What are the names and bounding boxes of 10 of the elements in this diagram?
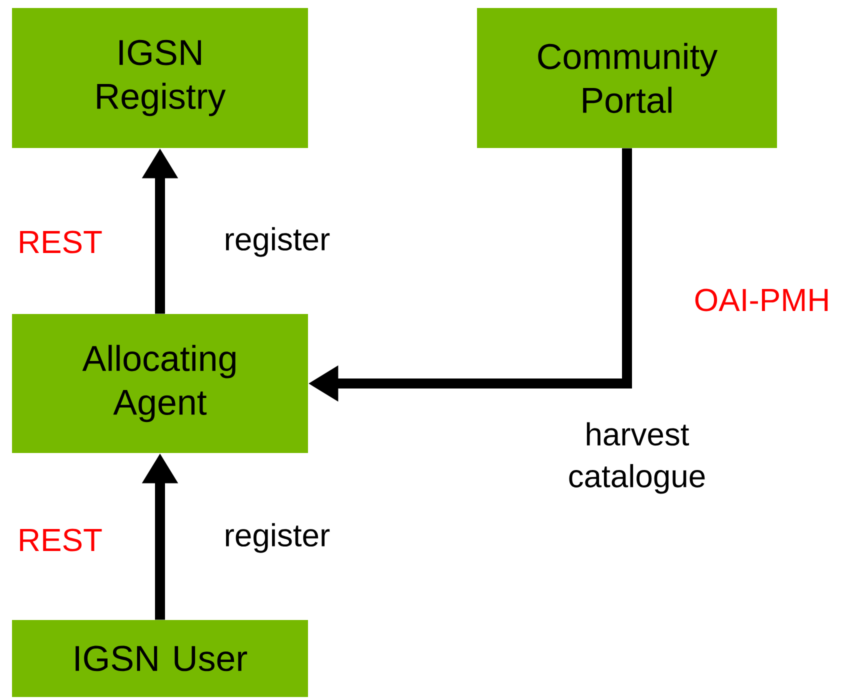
edge-label: harvest catalogue: [569, 422, 705, 494]
protocol-label: REST: [20, 230, 102, 254]
edge-label: register: [226, 523, 330, 553]
process-box: Community Portal: [477, 8, 777, 148]
process-box: IGSN User: [12, 620, 308, 697]
protocol-label: REST: [20, 528, 102, 552]
process-box: Allocating Agent: [12, 314, 308, 453]
edge-label: register: [226, 227, 330, 257]
process-box: IGSN Registry: [12, 8, 308, 148]
protocol-label: OAI-PMH: [695, 288, 828, 312]
